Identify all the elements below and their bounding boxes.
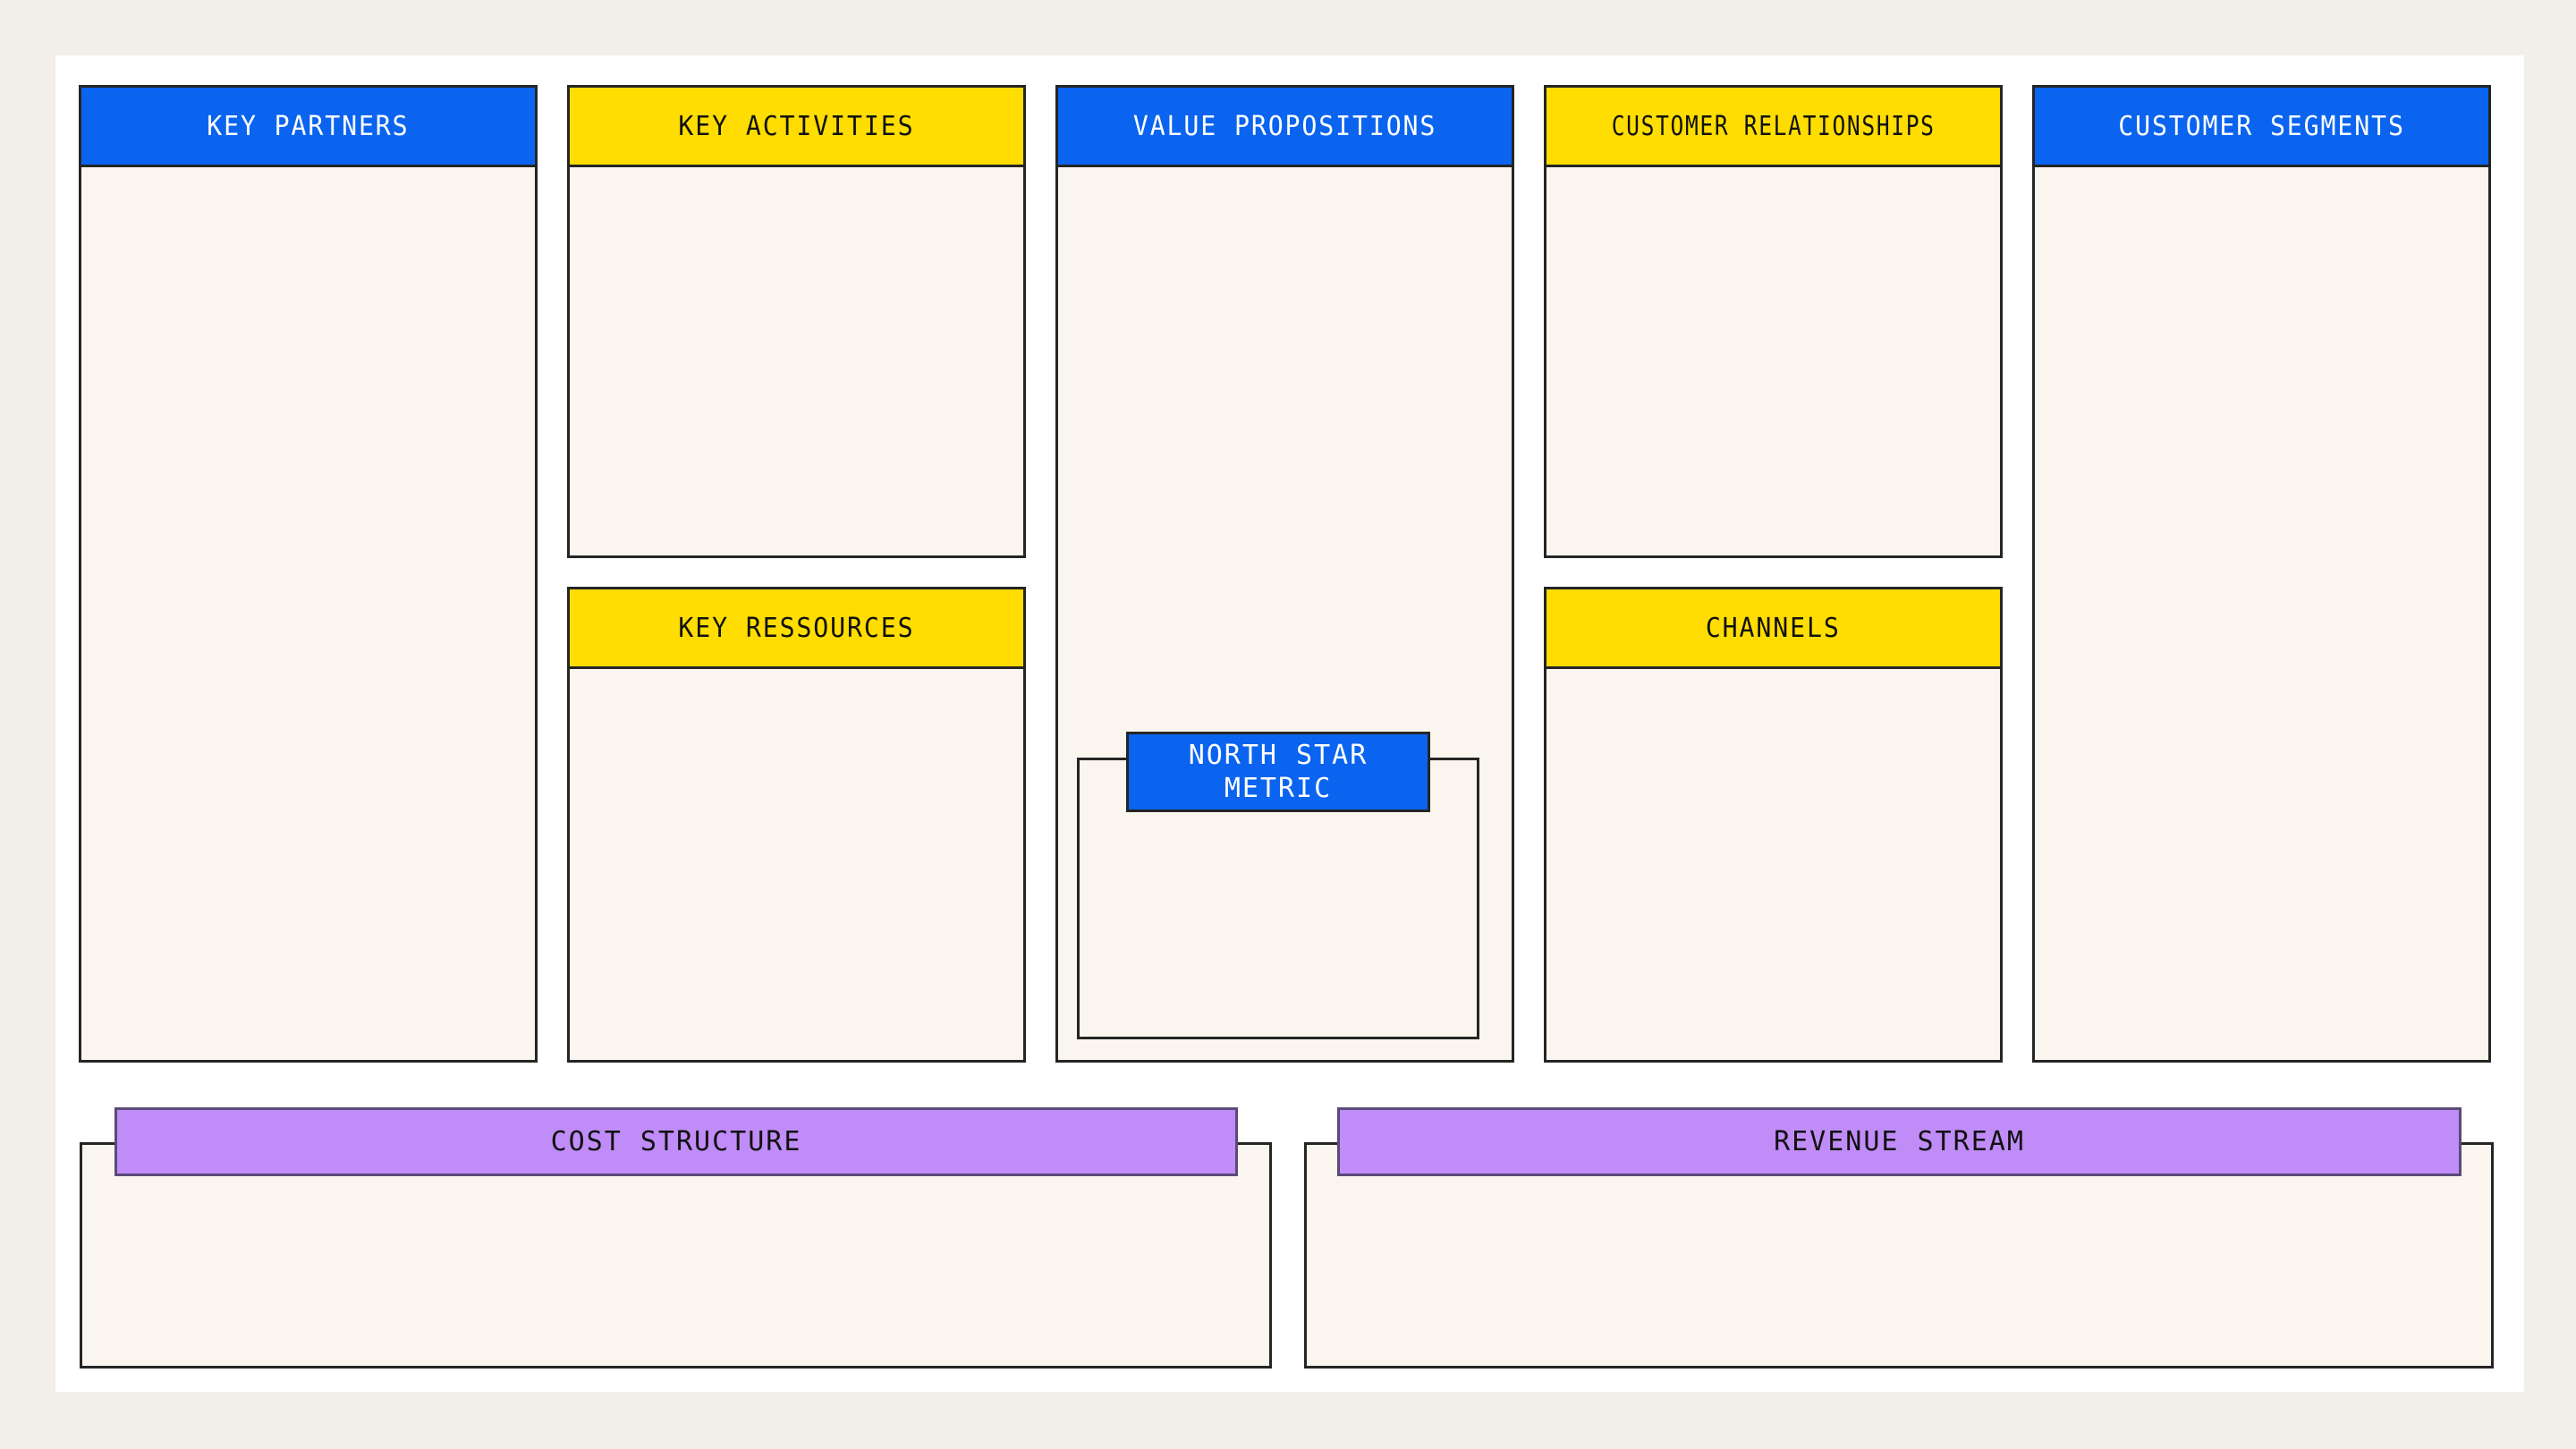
- north-star-metric-label[interactable]: NORTH STAR METRIC: [1126, 732, 1430, 812]
- cost-structure-header[interactable]: COST STRUCTURE: [114, 1107, 1238, 1176]
- key-activities-header[interactable]: KEY ACTIVITIES: [567, 85, 1026, 167]
- key-ressources-body[interactable]: [567, 669, 1026, 1063]
- revenue-stream-title: REVENUE STREAM: [1774, 1126, 2025, 1157]
- customer-relationships-header[interactable]: CUSTOMER RELATIONSHIPS: [1544, 85, 2003, 167]
- customer-segments-title: CUSTOMER SEGMENTS: [2118, 110, 2405, 142]
- value-propositions-header[interactable]: VALUE PROPOSITIONS: [1055, 85, 1514, 167]
- key-ressources-title: KEY RESSOURCES: [678, 612, 915, 644]
- revenue-stream-body[interactable]: [1304, 1142, 2494, 1368]
- key-partners-title: KEY PARTNERS: [207, 110, 410, 142]
- revenue-stream-header[interactable]: REVENUE STREAM: [1337, 1107, 2462, 1176]
- key-partners-header[interactable]: KEY PARTNERS: [79, 85, 538, 167]
- channels-title: CHANNELS: [1706, 612, 1841, 644]
- customer-relationships-title: CUSTOMER RELATIONSHIPS: [1611, 110, 1936, 142]
- north-star-metric-line1: NORTH STAR: [1188, 739, 1368, 771]
- key-activities-body[interactable]: [567, 167, 1026, 558]
- customer-relationships-body[interactable]: [1544, 167, 2003, 558]
- value-propositions-title: VALUE PROPOSITIONS: [1132, 110, 1437, 142]
- cost-structure-body[interactable]: [80, 1142, 1272, 1368]
- cost-structure-title: COST STRUCTURE: [550, 1126, 802, 1157]
- channels-header[interactable]: CHANNELS: [1544, 587, 2003, 669]
- customer-segments-header[interactable]: CUSTOMER SEGMENTS: [2032, 85, 2491, 167]
- key-partners-body[interactable]: [79, 167, 538, 1063]
- channels-body[interactable]: [1544, 669, 2003, 1063]
- canvas-sheet: KEY PARTNERS KEY ACTIVITIES KEY RESSOURC…: [55, 55, 2524, 1392]
- north-star-metric-line2: METRIC: [1224, 773, 1333, 804]
- key-ressources-header[interactable]: KEY RESSOURCES: [567, 587, 1026, 669]
- customer-segments-body[interactable]: [2032, 167, 2491, 1063]
- key-activities-title: KEY ACTIVITIES: [678, 110, 915, 142]
